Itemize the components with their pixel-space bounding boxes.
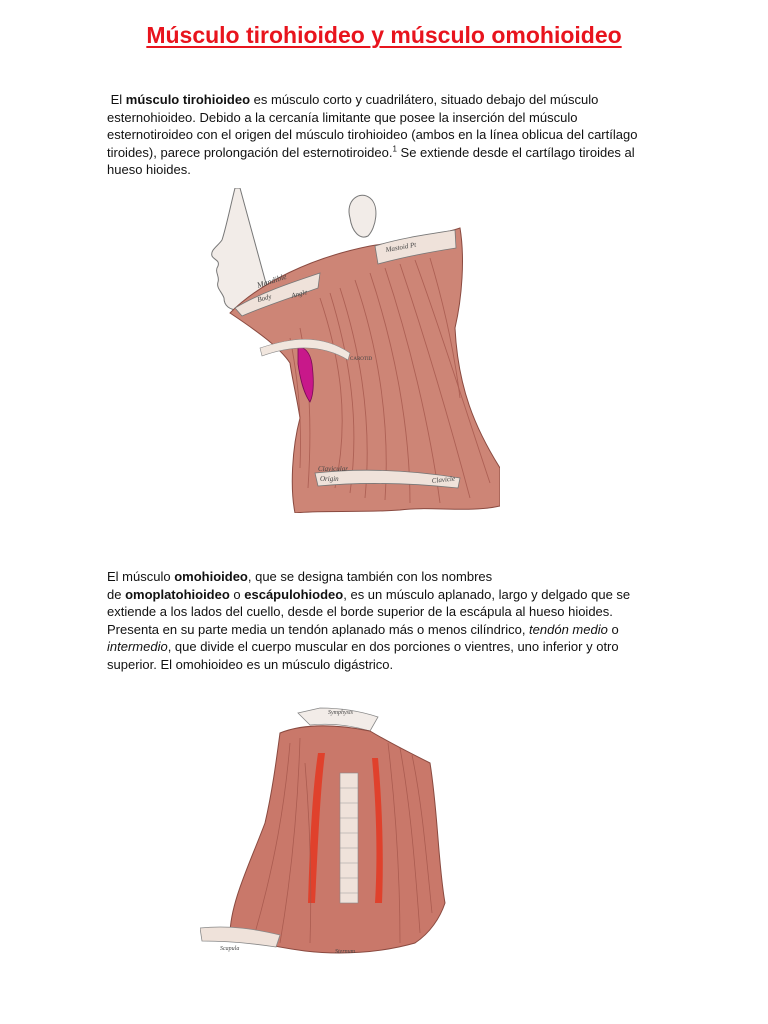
bold-term: omoplatohioideo (125, 586, 230, 602)
figure-neck-lateral: Mandible Body Angle Mastoid Pt CAROTID C… (211, 188, 500, 513)
label-sternum: Sternum (335, 949, 356, 955)
paragraph-omohioideo: El músculo omohioideo, que se designa ta… (107, 568, 667, 673)
italic-term: intermedio (107, 639, 168, 654)
text-run: es músculo corto y cuadrilátero, situado… (107, 92, 638, 160)
trachea-rings (340, 787, 358, 894)
omohyoid-highlight-right (372, 758, 383, 903)
thyrohyoid-highlight (297, 347, 314, 403)
bold-term: escápulohiodeo (244, 586, 344, 602)
italic-term: tendón medio (529, 621, 608, 637)
paragraph-text: El músculo omohioideo, que se designa ta… (107, 568, 667, 673)
label-carotid: CAROTID (350, 357, 373, 362)
neck-muscle-mass (229, 725, 446, 954)
label-body: Body (256, 292, 273, 304)
clavicle-bone (314, 469, 461, 489)
paragraph-text: El músculo tirohioideo es músculo corto … (107, 91, 667, 179)
footnote-reference[interactable]: 1 (392, 144, 397, 154)
ear (348, 194, 377, 238)
label-origin: Origin (320, 475, 339, 483)
page-title: Músculo tirohioideo y músculo omohioideo (146, 22, 622, 48)
text-run: o (229, 586, 245, 602)
text-run: , es un músculo aplanado, largo y delgad… (107, 586, 631, 637)
mandible-bone (234, 272, 321, 317)
text-run: , que se designa también con los nombres (247, 569, 493, 584)
label-clavicle: Clavicle (431, 475, 455, 485)
omohyoid-tendon (259, 338, 351, 361)
text-run: Se extiende desde el cartílago tiroides … (107, 144, 635, 178)
face-profile (211, 188, 271, 311)
text-run: El músculo (107, 569, 175, 584)
bold-term: músculo tirohioideo (125, 92, 251, 107)
scapula-bone (200, 926, 281, 948)
figure-neck-anterior: Symphysis Scapula Sternum (200, 707, 446, 955)
page-title-wrapper: Músculo tirohioideo y músculo omohioideo (0, 22, 768, 49)
muscle-striations (254, 737, 433, 944)
label-symphysis: Symphysis (328, 710, 354, 716)
text-run: El (110, 92, 126, 107)
paragraph-tirohioideo: El músculo tirohioideo es músculo corto … (107, 91, 667, 179)
omohyoid-highlight-left (308, 753, 325, 903)
text-run: , que divide el cuerpo muscular en dos p… (107, 639, 619, 672)
trachea (339, 772, 359, 904)
bold-term: omohioideo (174, 569, 248, 584)
text-run: o (607, 621, 619, 637)
mastoid-bone (374, 229, 457, 265)
label-clavicular: Clavicular (318, 465, 348, 473)
text-run: de (107, 586, 126, 602)
label-scapula: Scapula (220, 946, 239, 952)
